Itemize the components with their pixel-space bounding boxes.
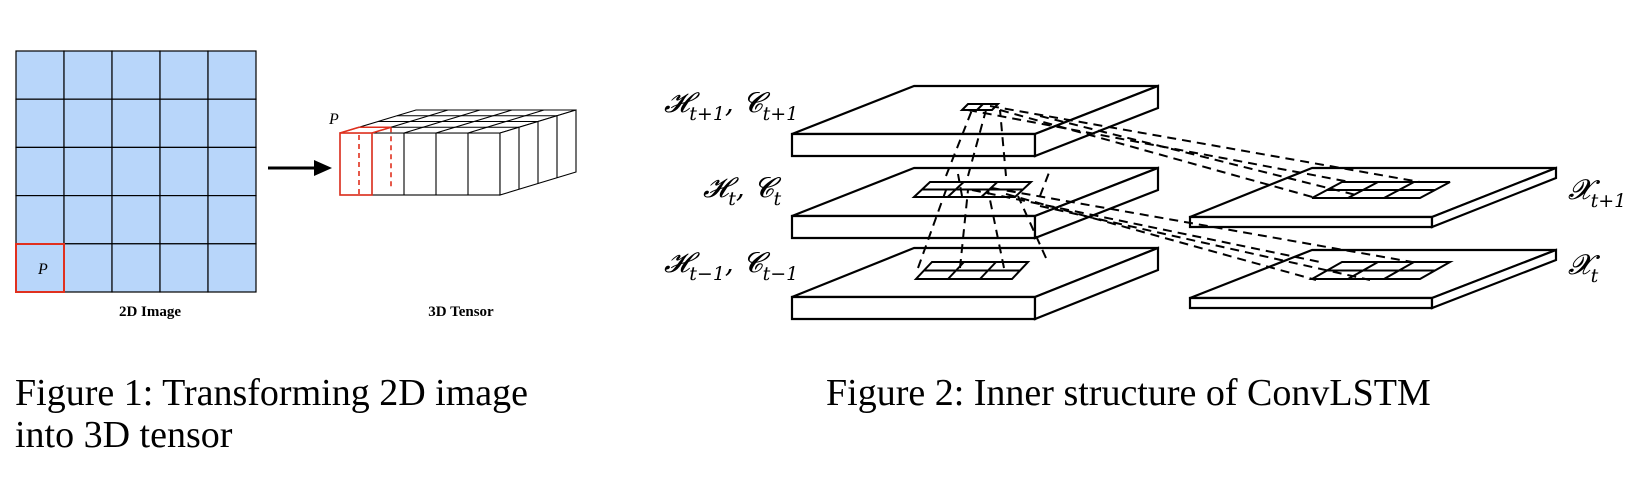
grid-cell xyxy=(159,146,209,197)
state-plane-previous-side xyxy=(1033,246,1160,321)
connection-dashed-line xyxy=(967,109,987,177)
grid-cell xyxy=(63,243,113,293)
connection-dashed-line xyxy=(945,109,973,177)
input-plane-next-front xyxy=(1188,215,1434,229)
grid-cell xyxy=(207,146,257,197)
state-plane-next-front xyxy=(790,132,1037,158)
label-input-current: 𝓧t xyxy=(1568,248,1601,287)
tensor-highlight-column xyxy=(339,132,373,196)
input-plane-next-side xyxy=(1430,166,1558,229)
grid-cell xyxy=(207,195,257,245)
grid-cell xyxy=(159,243,209,293)
state-plane-next-side xyxy=(1033,84,1160,158)
grid-cell xyxy=(159,50,209,100)
subcaption-3d-tensor: 3D Tensor xyxy=(428,304,494,320)
highlighted-pixel-cell xyxy=(15,243,65,293)
connection-dashed-line xyxy=(999,109,1007,177)
connection-dashed-line xyxy=(1039,169,1051,197)
tensor-highlight-edge xyxy=(339,126,360,134)
connection-dashed-line xyxy=(1039,205,1371,281)
grid-cell xyxy=(15,98,65,148)
kernel-grid-next-line xyxy=(976,103,984,111)
grid-cell xyxy=(111,50,161,100)
grid-cell xyxy=(63,98,113,148)
grid-cell xyxy=(159,98,209,148)
pixel-label-p: P xyxy=(37,261,48,278)
grid-cell xyxy=(15,146,65,197)
connection-dashed-line xyxy=(1039,115,1361,197)
grid-cell xyxy=(15,50,65,100)
grid-cell xyxy=(159,195,209,245)
input-plane-current-side xyxy=(1430,248,1558,310)
grid-cell xyxy=(15,243,65,293)
grid-cell xyxy=(111,195,161,245)
arrow-icon xyxy=(268,160,332,176)
grid-cell xyxy=(63,50,113,100)
label-hidden-cell-next: 𝓗t+1, 𝓒t+1 xyxy=(664,86,798,125)
grid-cell xyxy=(63,195,113,245)
tensor-label-p: P xyxy=(328,111,339,128)
label-input-next: 𝓧t+1 xyxy=(1568,173,1626,212)
connection-dashed-line xyxy=(967,109,1351,183)
state-plane-current-front xyxy=(790,214,1037,240)
figure-1-caption: Figure 1: Transforming 2D image into 3D … xyxy=(15,372,528,456)
label-hidden-cell-previous: 𝓗t−1, 𝓒t−1 xyxy=(664,246,798,285)
grid-cell xyxy=(15,195,65,245)
state-plane-current-side xyxy=(1033,166,1160,240)
connection-dashed-line xyxy=(987,189,1005,269)
connection-dashed-line xyxy=(989,105,1421,183)
grid-cell xyxy=(111,98,161,148)
tensor-3d-block xyxy=(339,109,577,196)
connection-dashed-line xyxy=(1017,195,1047,259)
connection-dashed-line xyxy=(999,109,1317,199)
connection-dashed-line xyxy=(991,187,1413,263)
connection-dashed-line xyxy=(957,173,963,197)
grid-cell xyxy=(111,243,161,293)
subcaption-2d-image: 2D Image xyxy=(119,304,181,320)
grid-cell xyxy=(111,146,161,197)
grid-cell xyxy=(207,243,257,293)
connection-dashed-line xyxy=(959,189,969,269)
figure-2-caption: Figure 2: Inner structure of ConvLSTM xyxy=(826,372,1431,414)
grid-cell xyxy=(207,98,257,148)
grid-cell xyxy=(63,146,113,197)
connection-dashed-line xyxy=(1005,193,1317,281)
convlstm-diagram xyxy=(790,84,1558,321)
tensor-front-face xyxy=(339,132,501,196)
image-grid-2d xyxy=(15,50,257,293)
input-plane-current-front xyxy=(1188,296,1434,310)
label-hidden-cell-current: 𝓗t, 𝓒t xyxy=(703,171,782,210)
grid-cell xyxy=(207,50,257,100)
state-plane-previous-front xyxy=(790,295,1037,321)
tensor-highlight-edge xyxy=(371,126,392,134)
